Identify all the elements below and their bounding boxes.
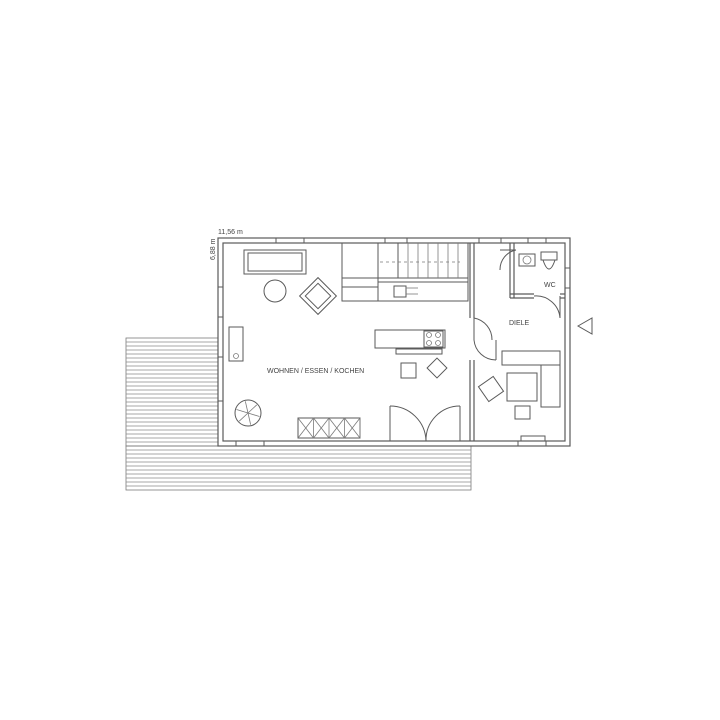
hall-chair [477,375,505,403]
round-plant-table [234,399,262,427]
terrace-deck [125,337,472,491]
storage-crates [297,417,361,439]
doors [389,249,561,442]
interior-walls [469,243,565,441]
outer-walls [217,237,571,447]
kitchen-island [374,329,446,355]
entrance-arrow-icon [576,317,593,335]
staircase [341,242,469,302]
hall-stool [514,405,531,420]
chair [400,362,417,379]
hall-sideboard [520,435,546,442]
room-label-hall: DIELE [509,320,530,327]
dimension-width-label: 11,56 m [218,229,243,236]
side-cabinet [228,326,244,362]
hall-bench [501,350,561,408]
windows [217,237,571,447]
room-label-wc: WC [544,282,556,289]
dimension-depth-label: 6,88 m [210,238,217,260]
room-label-living: WOHNEN / ESSEN / KOCHEN [267,368,364,375]
armchair [298,276,338,316]
coffee-table [263,279,287,303]
sofa [243,249,307,275]
wc-fixtures [518,251,558,270]
chair [426,357,448,379]
kitchen-counter [377,281,469,302]
